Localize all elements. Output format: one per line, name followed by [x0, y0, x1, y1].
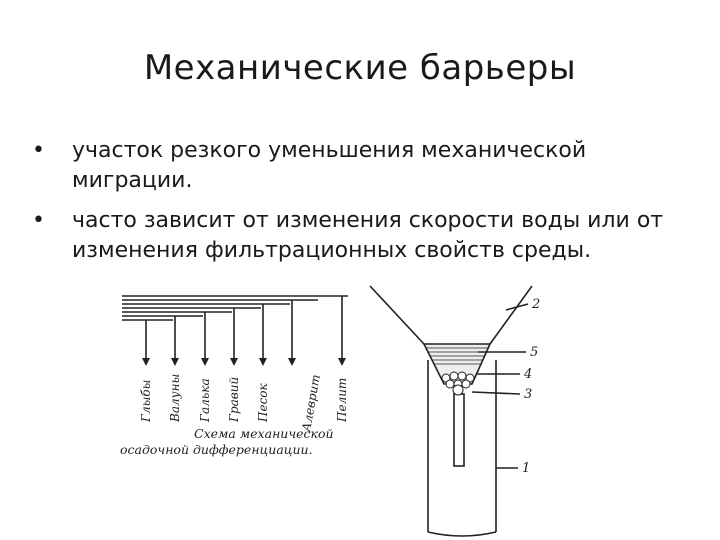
bullet-marker: •: [32, 138, 45, 163]
caption-line-2: осадочной дифференциации.: [120, 442, 313, 457]
callout-label: 5: [530, 345, 538, 360]
fraction-label: Глыбы: [139, 380, 153, 423]
funnel-wall: [369, 285, 425, 345]
fraction-label: Гравий: [227, 377, 241, 423]
cylinder-bottom: [427, 531, 497, 537]
callout-label: 2: [531, 297, 540, 312]
water-hatching: [426, 347, 488, 365]
fraction-label: Валуны: [168, 374, 182, 423]
sorting-scheme-diagram: Глыбы Валуны Галька Гравий Песок Алеврит…: [120, 295, 349, 457]
bullet-text: участок резкого уменьшения механической …: [72, 138, 587, 193]
bullet-item: • часто зависит от изменения скорости во…: [32, 206, 692, 266]
callout-label: 3: [524, 387, 532, 402]
bullet-text: часто зависит от изменения скорости воды…: [72, 208, 664, 263]
funnel-cylinder-diagram: 2 5 4 3 1: [369, 285, 540, 537]
fraction-label: Пелит: [335, 378, 349, 423]
fraction-label: Алеврит: [299, 373, 323, 433]
callout-label: 4: [523, 367, 532, 382]
fraction-label: Песок: [256, 382, 270, 423]
funnel-wall: [489, 285, 533, 345]
pebbles: [441, 371, 475, 396]
flow-arrowheads: [142, 358, 346, 366]
leader-line: [505, 303, 529, 311]
bullet-list: • участок резкого уменьшения механическо…: [32, 136, 692, 276]
callout-label: 1: [522, 461, 530, 476]
fraction-label: Галька: [198, 378, 212, 423]
slide-title: Механические барьеры: [143, 48, 577, 88]
bullet-item: • участок резкого уменьшения механическо…: [32, 136, 692, 196]
inner-tube: [453, 393, 465, 467]
caption-line-1: Схема механической: [194, 426, 334, 441]
bullet-marker: •: [32, 208, 45, 233]
leader-line: [471, 391, 521, 395]
flow-lines: [122, 295, 348, 358]
